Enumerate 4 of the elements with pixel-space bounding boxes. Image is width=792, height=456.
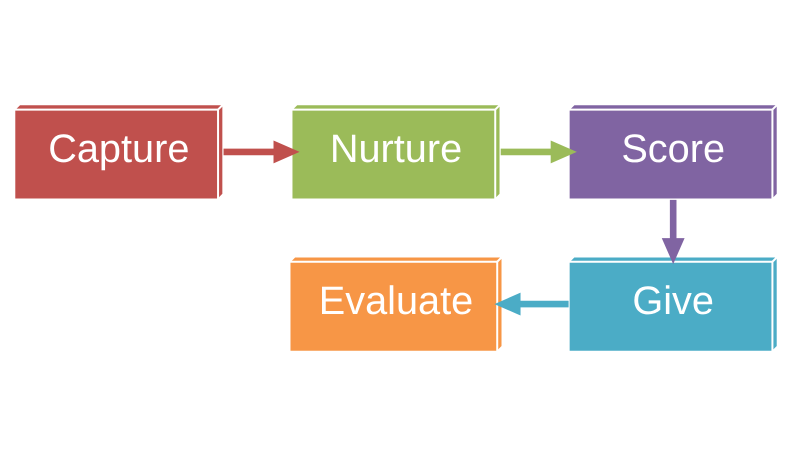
arrow bbox=[494, 292, 569, 316]
arrow bbox=[224, 140, 300, 164]
arrow bbox=[500, 140, 577, 164]
arrow bbox=[662, 200, 685, 264]
